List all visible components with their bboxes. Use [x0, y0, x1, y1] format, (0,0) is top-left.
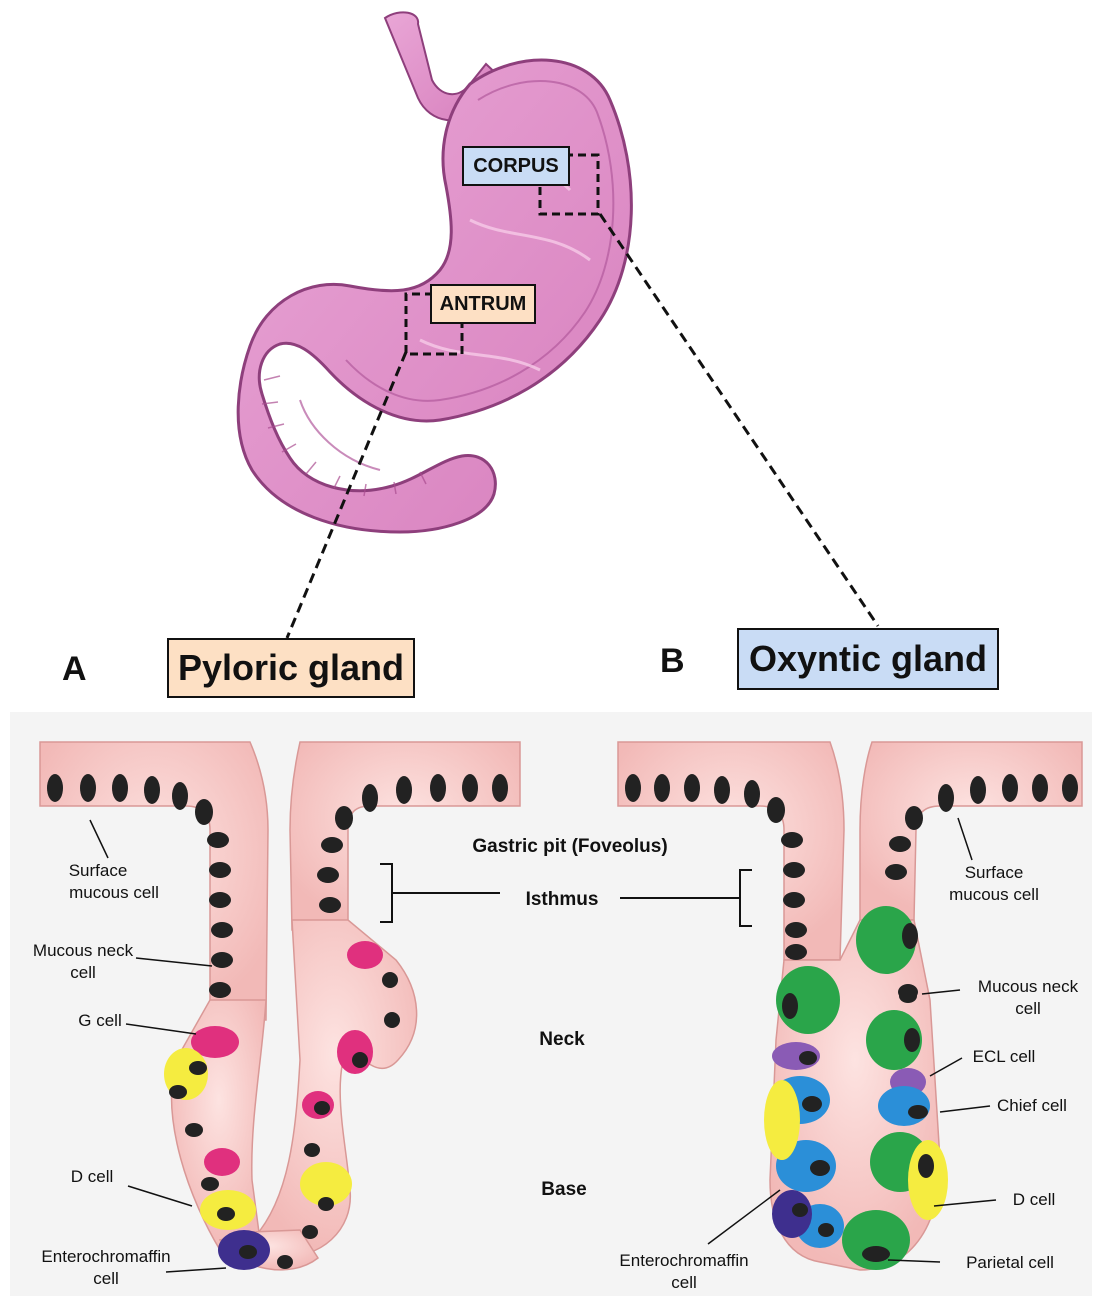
oxyntic-chief-cell-label: Chief cell — [997, 1096, 1067, 1115]
pyloric-surface-mucous-label-1: Surface — [69, 861, 128, 880]
gastric-pit-label: Gastric pit (Foveolus) — [472, 836, 667, 857]
oxyntic-enterochromaffin-label-2: cell — [671, 1273, 697, 1292]
oxyntic-d-cell-label: D cell — [1013, 1190, 1056, 1209]
pyloric-g-cell-label: G cell — [78, 1011, 121, 1030]
oxyntic-parietal-cell-label: Parietal cell — [966, 1253, 1054, 1272]
oxyntic-d-cell-2 — [908, 1140, 948, 1220]
isthmus-label: Isthmus — [526, 889, 599, 910]
panel-b-letter: B — [660, 642, 685, 681]
base-label: Base — [541, 1179, 586, 1200]
corpus-connector — [600, 214, 878, 626]
stomach-illustration — [238, 12, 631, 532]
oxyntic-surface-mucous-label-2: mucous cell — [949, 885, 1039, 904]
stomach-fold-4 — [300, 400, 380, 470]
pyloric-surface-mucous-label-2: mucous cell — [69, 883, 159, 902]
oxyntic-gland-title: Oxyntic gland — [737, 628, 999, 690]
oxyntic-mucous-neck-label-2: cell — [1015, 999, 1041, 1018]
pyloric-enterochromaffin-label-1: Enterochromaffin — [41, 1247, 170, 1266]
oxyntic-surface-mucous-label-1: Surface — [965, 863, 1024, 882]
neck-label: Neck — [539, 1029, 585, 1050]
pyloric-g-cell-5 — [204, 1148, 240, 1176]
oxyntic-mucous-neck-label-1: Mucous neck — [978, 977, 1079, 996]
panel-a-letter: A — [62, 650, 87, 689]
pyloric-g-cell-2 — [347, 941, 383, 969]
oxyntic-ecl-cell-label: ECL cell — [973, 1047, 1036, 1066]
oxyntic-d-cell — [764, 1080, 800, 1160]
oxyntic-enterochromaffin-label-1: Enterochromaffin — [619, 1251, 748, 1270]
pyloric-gland-title-text: Pyloric gland — [178, 647, 404, 689]
antrum-label: ANTRUM — [440, 293, 527, 316]
pyloric-gland-title: Pyloric gland — [167, 638, 415, 698]
corpus-label-box: CORPUS — [462, 146, 570, 186]
pyloric-mucous-neck-label-1: Mucous neck — [33, 941, 134, 960]
pyloric-d-cell-label: D cell — [71, 1167, 114, 1186]
pyloric-enterochromaffin-label-2: cell — [93, 1269, 119, 1288]
pyloric-g-cell-3 — [337, 1030, 373, 1074]
corpus-label: CORPUS — [473, 155, 559, 178]
pyloric-mucous-neck-label-2: cell — [70, 963, 96, 982]
oxyntic-gland-title-text: Oxyntic gland — [749, 638, 987, 680]
antrum-label-box: ANTRUM — [430, 284, 536, 324]
